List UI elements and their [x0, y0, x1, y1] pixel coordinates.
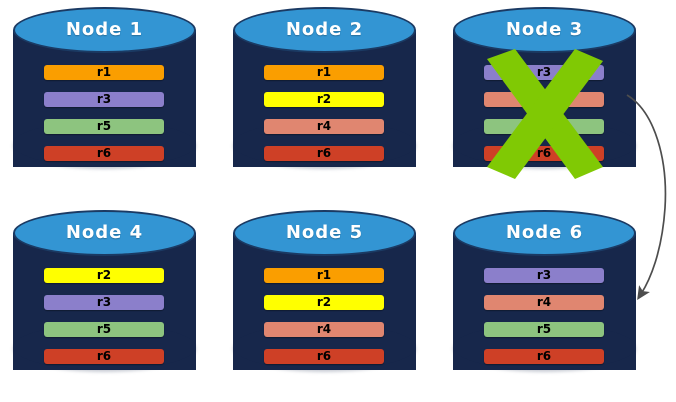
record-bar[interactable]: r6 — [44, 146, 164, 161]
record-bar[interactable]: r5 — [44, 119, 164, 134]
record-bar[interactable]: r1 — [264, 268, 384, 283]
node-title: Node 1 — [65, 19, 144, 40]
record-bar[interactable]: r6 — [484, 146, 604, 161]
record-bar[interactable]: r1 — [264, 65, 384, 80]
cylinder-top-ellipse — [13, 7, 196, 53]
record-list: r1 r3 r5 r6 — [44, 65, 164, 161]
record-bar[interactable]: r4 — [264, 119, 384, 134]
record-bar[interactable]: r5 — [44, 322, 164, 337]
node-title: Node 6 — [505, 222, 584, 243]
cylinder-top-ellipse — [453, 210, 636, 256]
record-bar[interactable]: r2 — [44, 268, 164, 283]
node-title: Node 2 — [285, 19, 364, 40]
record-list: r1 r2 r4 r6 — [264, 65, 384, 161]
record-bar[interactable]: r3 — [484, 65, 604, 80]
record-list: r3 r4 r5 r6 — [484, 65, 604, 161]
record-bar[interactable]: r3 — [484, 268, 604, 283]
node-title: Node 4 — [65, 222, 144, 243]
node-title: Node 3 — [505, 19, 584, 40]
cylinder-top-ellipse — [453, 7, 636, 53]
node-5[interactable]: Node 5 r1 r2 r4 r6 — [233, 210, 416, 393]
cylinder-top-ellipse — [233, 210, 416, 256]
record-bar[interactable]: r2 — [264, 92, 384, 107]
record-bar[interactable]: r6 — [264, 349, 384, 364]
node-6[interactable]: Node 6 r3 r4 r5 r6 — [453, 210, 636, 393]
record-bar[interactable]: r3 — [44, 92, 164, 107]
record-bar[interactable]: r1 — [44, 65, 164, 80]
record-bar[interactable]: r6 — [484, 349, 604, 364]
node-title: Node 5 — [285, 222, 364, 243]
record-bar[interactable]: r3 — [44, 295, 164, 310]
record-bar[interactable]: r6 — [264, 146, 384, 161]
node-3[interactable]: Node 3 r3 r4 r5 r6 — [453, 7, 636, 190]
node-2[interactable]: Node 2 r1 r2 r4 r6 — [233, 7, 416, 190]
node-1[interactable]: Node 1 r1 r3 r5 r6 — [13, 7, 196, 190]
record-bar[interactable]: r4 — [484, 92, 604, 107]
cylinder-top-ellipse — [13, 210, 196, 256]
record-bar[interactable]: r6 — [44, 349, 164, 364]
node-4[interactable]: Node 4 r2 r3 r5 r6 — [13, 210, 196, 393]
record-list: r2 r3 r5 r6 — [44, 268, 164, 364]
record-bar[interactable]: r4 — [484, 295, 604, 310]
record-list: r3 r4 r5 r6 — [484, 268, 604, 364]
record-bar[interactable]: r5 — [484, 119, 604, 134]
record-bar[interactable]: r2 — [264, 295, 384, 310]
record-list: r1 r2 r4 r6 — [264, 268, 384, 364]
record-bar[interactable]: r4 — [264, 322, 384, 337]
record-bar[interactable]: r5 — [484, 322, 604, 337]
cylinder-top-ellipse — [233, 7, 416, 53]
